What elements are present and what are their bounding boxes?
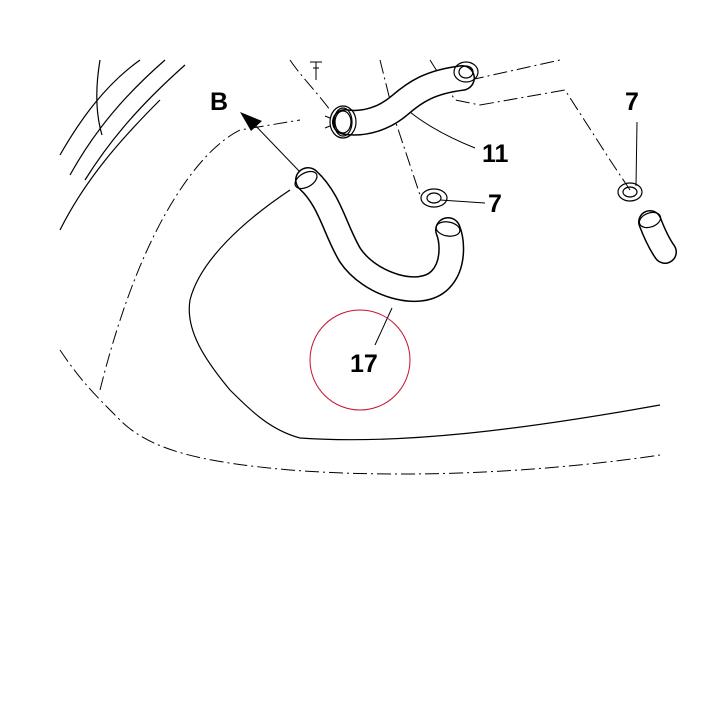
hose-right-partial [638,210,677,264]
clamp-right [617,182,643,202]
direction-arrow [240,112,301,173]
clamp-upper-left [324,105,357,139]
clamp-center [420,188,448,208]
screw-icon [310,61,322,80]
hose-upper [332,65,475,137]
arrow-head-icon [240,112,262,131]
hose-main [294,167,465,302]
label-17: 17 [350,350,378,378]
body-contours [59,59,661,475]
label-7-center: 7 [488,190,502,218]
label-b: B [210,88,228,116]
leader-lines [374,111,638,346]
label-11: 11 [482,140,509,168]
label-7-right: 7 [625,88,639,116]
clamp-upper-right [453,61,479,83]
highlight-circle [309,309,411,411]
